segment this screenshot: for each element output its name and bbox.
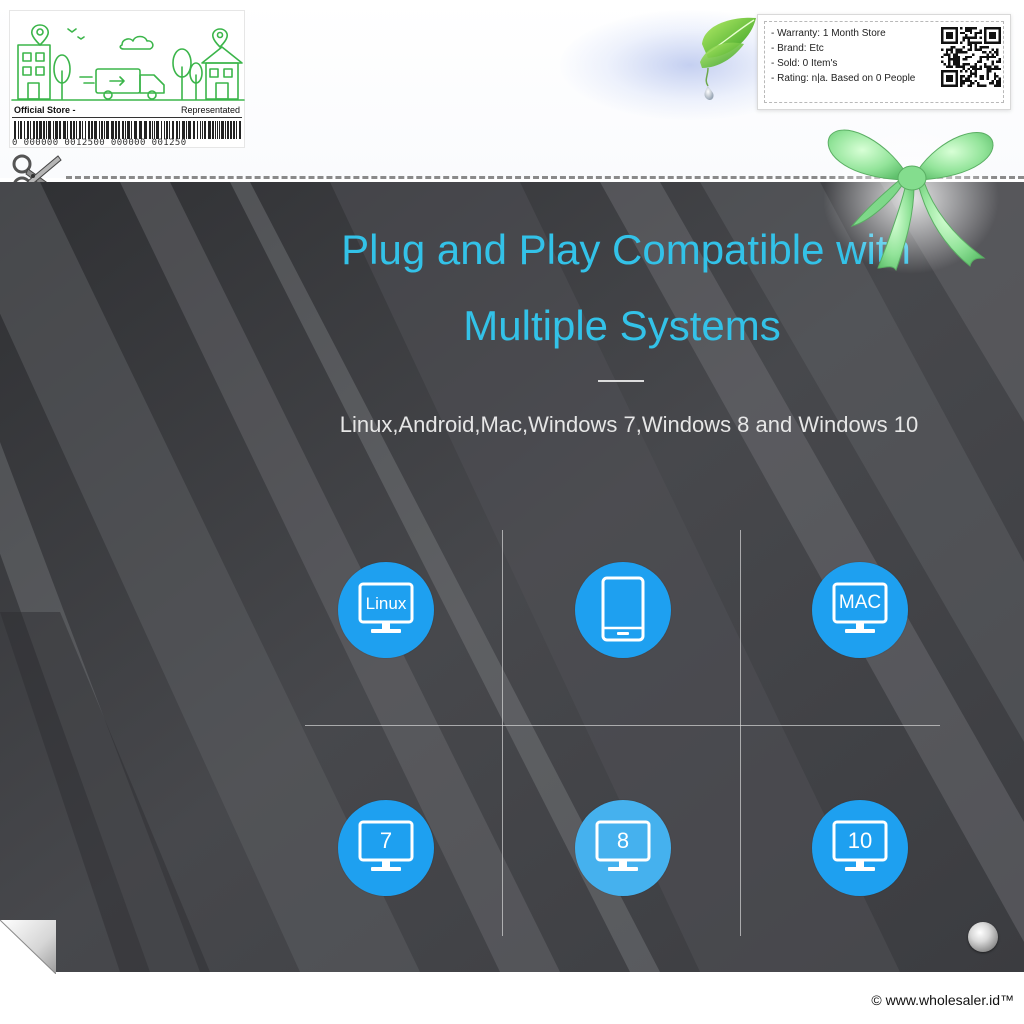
main-panel: Plug and Play Compatible with Multiple S… — [0, 182, 1024, 972]
sold-text: - Sold: 0 Item's — [771, 58, 838, 69]
warranty-text: - Warranty: 1 Month Store — [771, 28, 886, 39]
windows-8-system-tile[interactable]: 8 — [575, 800, 671, 896]
ribbon-bow-icon — [823, 122, 999, 274]
linux-label: Linux — [365, 594, 407, 613]
page-curl-icon — [0, 920, 56, 974]
windows-10-system-tile[interactable]: 10 — [812, 800, 908, 896]
rating-text: - Rating: n|a. Based on 0 People — [771, 73, 916, 84]
title-divider — [598, 380, 644, 382]
headline-line-2: Multiple Systems — [463, 302, 781, 349]
grid-line-vertical-2 — [740, 530, 741, 936]
product-info-box: - Warranty: 1 Month Store - Brand: Etc -… — [757, 14, 1011, 110]
android-system-tile[interactable] — [575, 562, 671, 658]
windows-8-label: 8 — [616, 828, 630, 853]
monitor-icon — [358, 820, 414, 871]
windows-10-label: 10 — [847, 828, 873, 853]
mac-label: MAC — [838, 592, 882, 613]
mac-system-tile[interactable]: MAC — [812, 562, 908, 658]
headline-line-1: Plug and Play Compatible with — [341, 226, 911, 273]
monitor-icon — [595, 820, 651, 871]
metal-knob-icon[interactable] — [968, 922, 998, 952]
linux-system-tile[interactable]: Linux — [338, 562, 434, 658]
barcode-number: 0 000000 0012500 000000 001250 — [12, 138, 187, 148]
dashed-cut-line — [66, 176, 1024, 179]
windows-7-system-tile[interactable]: 7 — [338, 800, 434, 896]
store-type-label: Official Store - — [14, 105, 76, 115]
monitor-icon — [832, 820, 888, 871]
store-represented-label: Representated — [180, 105, 240, 115]
grid-line-vertical-1 — [502, 530, 503, 936]
monitor-icon — [832, 582, 888, 633]
info-dashed-frame: - Warranty: 1 Month Store - Brand: Etc -… — [764, 21, 1004, 103]
grid-line-horizontal — [305, 725, 940, 726]
windows-7-label: 7 — [379, 828, 393, 853]
brand-text: - Brand: Etc — [771, 43, 824, 54]
store-illustration-icon — [11, 24, 245, 101]
qr-code-icon[interactable] — [941, 27, 1001, 87]
leaf-icon — [700, 17, 756, 101]
supported-systems-text: Linux,Android,Mac,Windows 7,Windows 8 an… — [339, 412, 919, 437]
store-divider — [12, 117, 242, 118]
tablet-icon — [601, 576, 645, 642]
barcode-icon — [14, 121, 241, 139]
store-badge[interactable]: Official Store - Representated 0 000000 … — [9, 10, 245, 148]
copyright-text: © www.wholesaler.id™ — [871, 992, 1014, 1008]
monitor-icon — [358, 582, 414, 633]
